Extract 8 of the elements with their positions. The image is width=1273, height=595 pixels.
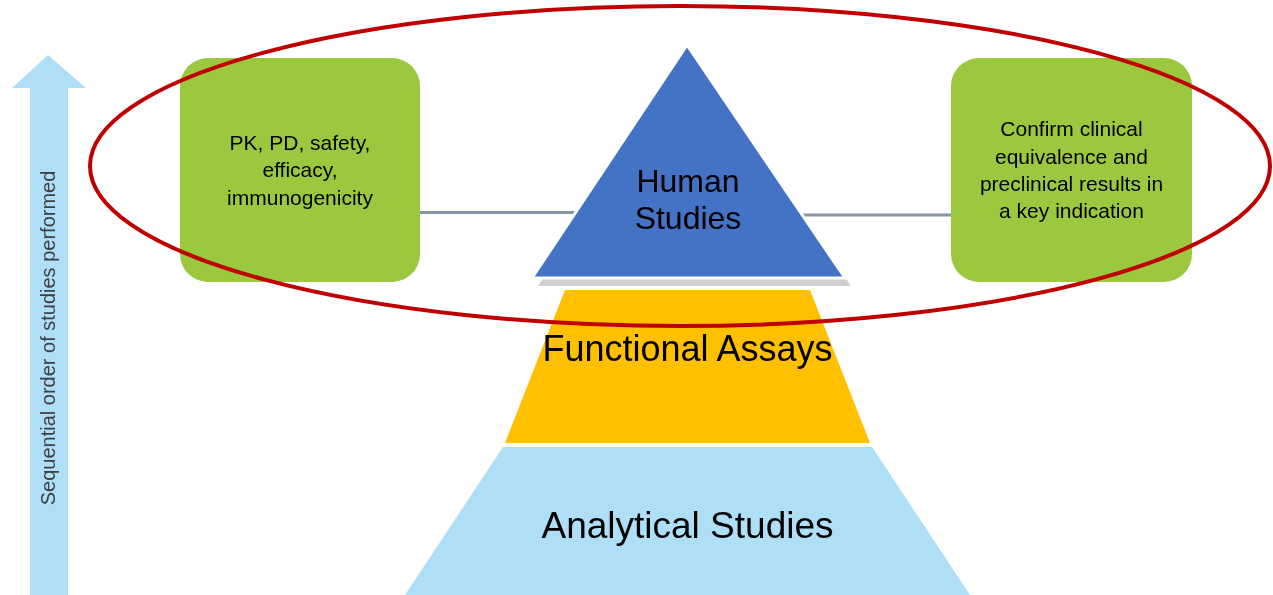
connector-line bbox=[420, 211, 576, 215]
node-label: Human Studies bbox=[634, 163, 742, 236]
node-label: Confirm clinical equivalence and preclinical results in a key indication bbox=[979, 116, 1164, 225]
connector-line bbox=[802, 213, 951, 217]
node-label: Functional Assays bbox=[542, 328, 833, 369]
node-label: Analytical Studies bbox=[541, 505, 834, 546]
node-label: PK, PD, safety, efficacy, immunogenicity bbox=[226, 130, 374, 211]
axis-label: Sequential order of studies performed bbox=[36, 170, 60, 506]
